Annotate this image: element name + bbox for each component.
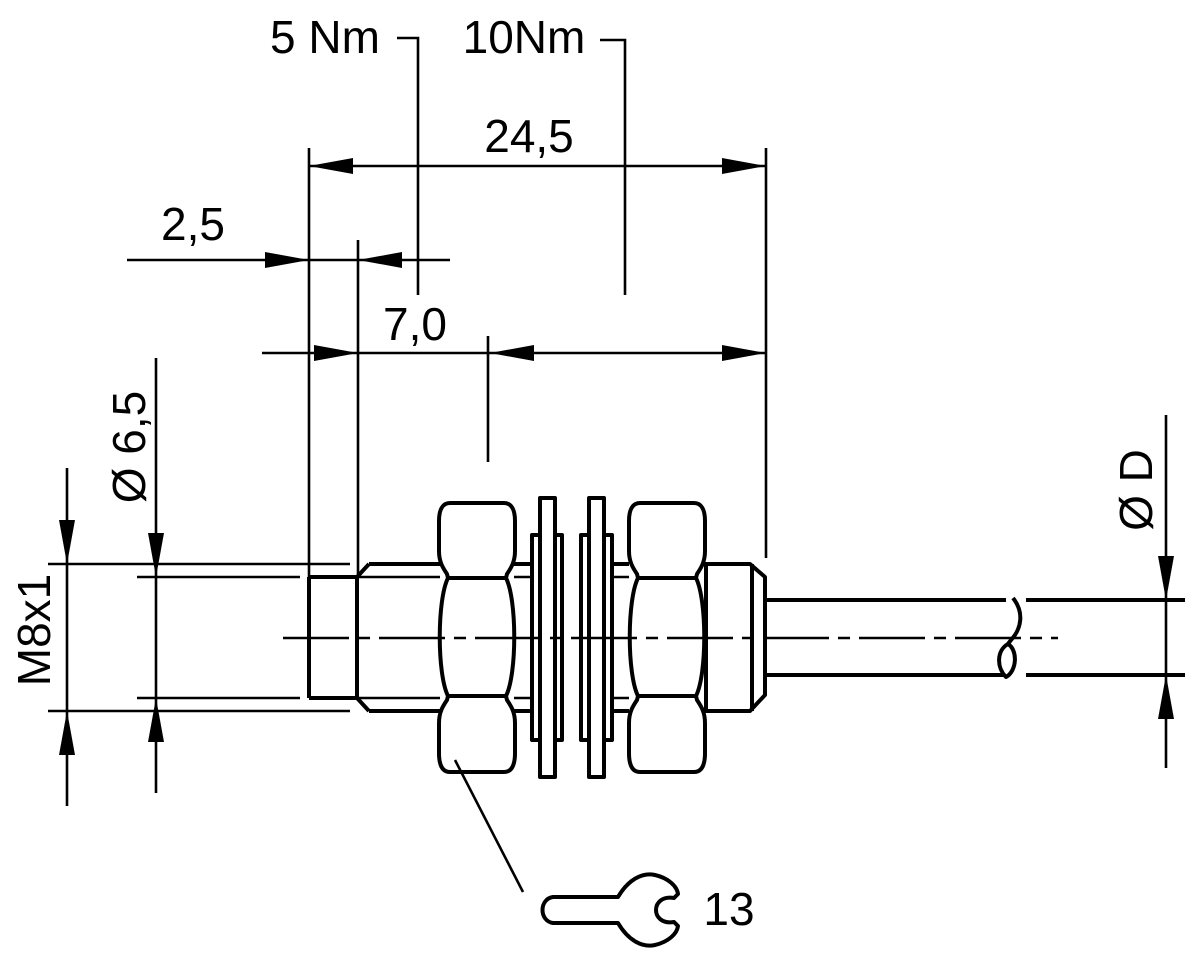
arrowhead: [148, 533, 164, 577]
dim-label-thread-front-length: 7,0: [383, 298, 447, 350]
leader-torque-rear-nut: [600, 38, 627, 295]
dim-label-tip-length: 2,5: [161, 198, 225, 250]
extension-lines: [48, 148, 768, 713]
torque-label-rear: 10Nm: [463, 11, 586, 63]
arrowhead: [309, 158, 353, 174]
dim-label-tip-diameter: Ø 6,5: [103, 391, 155, 504]
arrowhead: [1158, 556, 1174, 600]
dim-label-thread-spec: M8x1: [8, 574, 60, 686]
leader-wrench: [453, 759, 525, 893]
arrowhead: [314, 345, 358, 361]
arrowhead: [1158, 675, 1174, 719]
arrowhead: [722, 158, 766, 174]
arrowhead: [265, 252, 309, 268]
wrench-icon: [540, 872, 680, 948]
torque-label-front: 5 Nm: [270, 11, 380, 63]
arrowhead: [490, 345, 534, 361]
sensor-body: [307, 496, 1185, 779]
arrowhead: [358, 252, 402, 268]
wrench-callout: [453, 759, 680, 948]
sensor-tip: [307, 562, 371, 713]
arrowhead: [59, 520, 75, 564]
arrowhead: [148, 698, 164, 742]
dim-label-overall-length: 24,5: [484, 110, 574, 162]
leader-torque-front-nut: [397, 36, 420, 295]
arrowhead: [722, 345, 766, 361]
drawing-labels: 5 Nm 10Nm 24,5 2,5 7,0 M8x1 Ø 6,5 Ø D 13: [8, 11, 1162, 935]
dimension-lines: [59, 158, 1174, 806]
arrowhead: [59, 711, 75, 755]
dim-label-cable-diameter: Ø D: [1110, 449, 1162, 531]
cable: [765, 596, 1185, 679]
wrench-size-label: 13: [703, 883, 754, 935]
